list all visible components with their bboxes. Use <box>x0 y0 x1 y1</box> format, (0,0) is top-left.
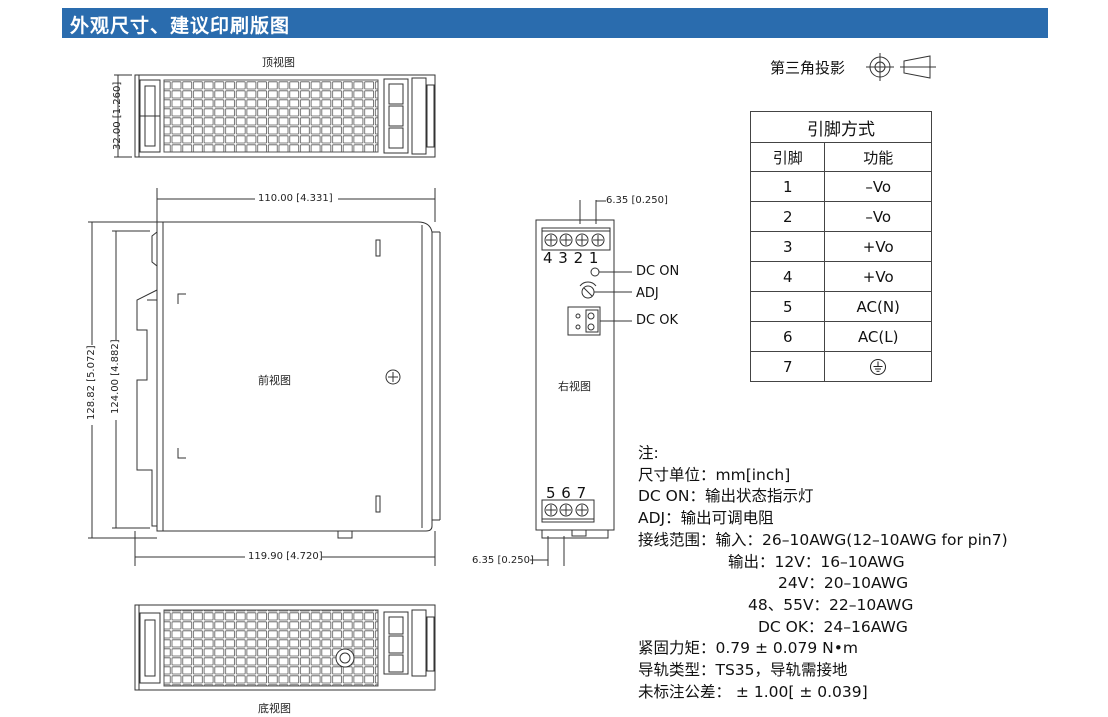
terminal-numbers-top: 4 3 2 1 <box>543 249 599 267</box>
projection-label: 第三角投影 <box>770 59 846 77</box>
note-adj: ADJ：输出可调电阻 <box>638 509 774 528</box>
bottom-view <box>134 604 436 691</box>
pin-number: 3 <box>749 231 826 262</box>
dim-height-outer: 128.82 [5.072] <box>86 345 97 420</box>
table-row: 7 <box>749 351 932 382</box>
table-row: 1 –Vo <box>749 171 932 202</box>
projection-symbol <box>866 53 936 81</box>
pin-table-header-pin: 引脚 <box>749 142 826 172</box>
dim-depth-top: 32.00 [1.260] <box>112 81 123 150</box>
front-view <box>88 188 441 566</box>
dim-height-inner: 124.00 [4.882] <box>110 339 121 414</box>
table-row: 6 AC(L) <box>749 321 932 352</box>
table-row: 2 –Vo <box>749 201 932 232</box>
ground-icon <box>870 358 887 375</box>
note-wire-24v: 24V：20–10AWG <box>778 574 909 593</box>
pin-function: +Vo <box>824 261 932 292</box>
pin-number: 6 <box>749 321 826 352</box>
note-rail: 导轨类型：TS35，导轨需接地 <box>638 661 848 680</box>
note-unit: 尺寸单位：mm[inch] <box>638 465 791 484</box>
note-wire-48-55v: 48、55V：22–10AWG <box>748 595 914 614</box>
table-row: 4 +Vo <box>749 261 932 292</box>
pin-function: AC(N) <box>824 291 932 322</box>
pin-number: 5 <box>749 291 826 322</box>
note-torque: 紧固力矩：0.79 ± 0.079 N•m <box>638 639 858 658</box>
section-title: 外观尺寸、建议印刷版图 <box>70 15 291 37</box>
pin-function <box>824 351 932 382</box>
dim-pitch-top: 6.35 [0.250] <box>606 195 668 206</box>
pin-function: –Vo <box>824 171 932 202</box>
top-view <box>114 74 436 158</box>
terminal-numbers-bottom: 5 6 7 <box>546 484 587 502</box>
note-wire-dc-ok: DC OK：24–16AWG <box>758 617 908 636</box>
dim-pitch-bottom: 6.35 [0.250] <box>472 555 534 566</box>
view-label-right: 右视图 <box>558 380 591 393</box>
note-wire-input: 接线范围：输入：26–10AWG(12–10AWG for pin7) <box>638 530 1008 549</box>
pin-table-caption: 引脚方式 <box>750 111 932 143</box>
callout-dc-ok: DC OK <box>636 313 678 328</box>
view-label-bottom: 底视图 <box>258 702 291 715</box>
table-row: 3 +Vo <box>749 231 932 262</box>
pin-function: +Vo <box>824 231 932 262</box>
pin-number: 4 <box>749 261 826 292</box>
section-header: 外观尺寸、建议印刷版图 <box>62 8 1048 38</box>
notes-block: 注: 尺寸单位：mm[inch] DC ON：输出状态指示灯 ADJ：输出可调电… <box>638 443 1008 703</box>
view-label-top: 顶视图 <box>262 56 295 69</box>
pin-number: 1 <box>749 171 826 202</box>
dim-width-bottom: 119.90 [4.720] <box>248 551 323 562</box>
pin-number: 7 <box>749 351 826 382</box>
pin-number: 2 <box>749 201 826 232</box>
view-label-front: 前视图 <box>258 374 291 387</box>
note-dc-on: DC ON：输出状态指示灯 <box>638 487 814 506</box>
pin-table-header-func: 功能 <box>824 142 932 172</box>
notes-title: 注: <box>638 444 659 462</box>
pin-table: 引脚方式 引脚 功能 1 –Vo 2 –Vo 3 +Vo 4 +Vo 5 AC(… <box>749 111 932 382</box>
pin-function: AC(L) <box>824 321 932 352</box>
dim-width-top: 110.00 [4.331] <box>258 193 333 204</box>
callout-adj: ADJ <box>636 286 659 301</box>
table-row: 5 AC(N) <box>749 291 932 322</box>
callout-dc-on: DC ON <box>636 264 680 279</box>
right-view <box>530 200 632 566</box>
pin-function: –Vo <box>824 201 932 232</box>
note-tolerance: 未标注公差： ± 1.00[ ± 0.039] <box>638 682 868 701</box>
note-wire-output-12v: 输出：12V：16–10AWG <box>728 552 905 571</box>
